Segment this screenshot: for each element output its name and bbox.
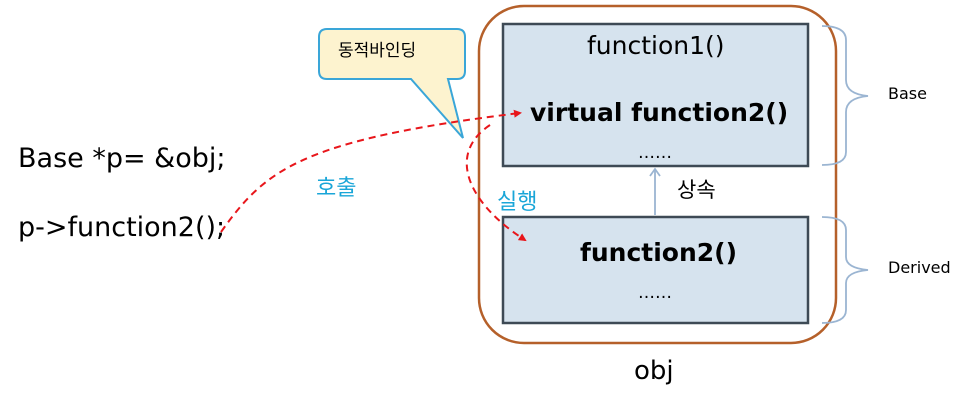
base-function1: function1() (587, 31, 725, 60)
call-label: 호출 (316, 176, 357, 201)
call-arrow (220, 109, 522, 233)
obj-container (477, 4, 838, 345)
derived-side-label: Derived (888, 258, 951, 277)
base-ellipsis: …… (638, 143, 672, 163)
code-line-call: p->function2(); (18, 212, 226, 243)
base-side-label: Base (888, 84, 927, 103)
base-class-box (501, 22, 810, 168)
derived-brace (821, 216, 869, 324)
obj-label: obj (634, 356, 674, 386)
derived-function2: function2() (580, 238, 738, 267)
base-brace (821, 25, 869, 166)
base-virtual-function2: virtual function2() (530, 98, 789, 127)
derived-class-box (501, 215, 810, 325)
derived-ellipsis: …… (638, 283, 672, 303)
execute-label: 실행 (497, 190, 538, 215)
execute-arrow (465, 124, 527, 242)
callout-bubble (318, 28, 466, 139)
inherit-label: 상속 (677, 178, 716, 202)
code-line-declaration: Base *p= &obj; (18, 143, 226, 174)
callout-text: 동적바인딩 (338, 41, 417, 61)
